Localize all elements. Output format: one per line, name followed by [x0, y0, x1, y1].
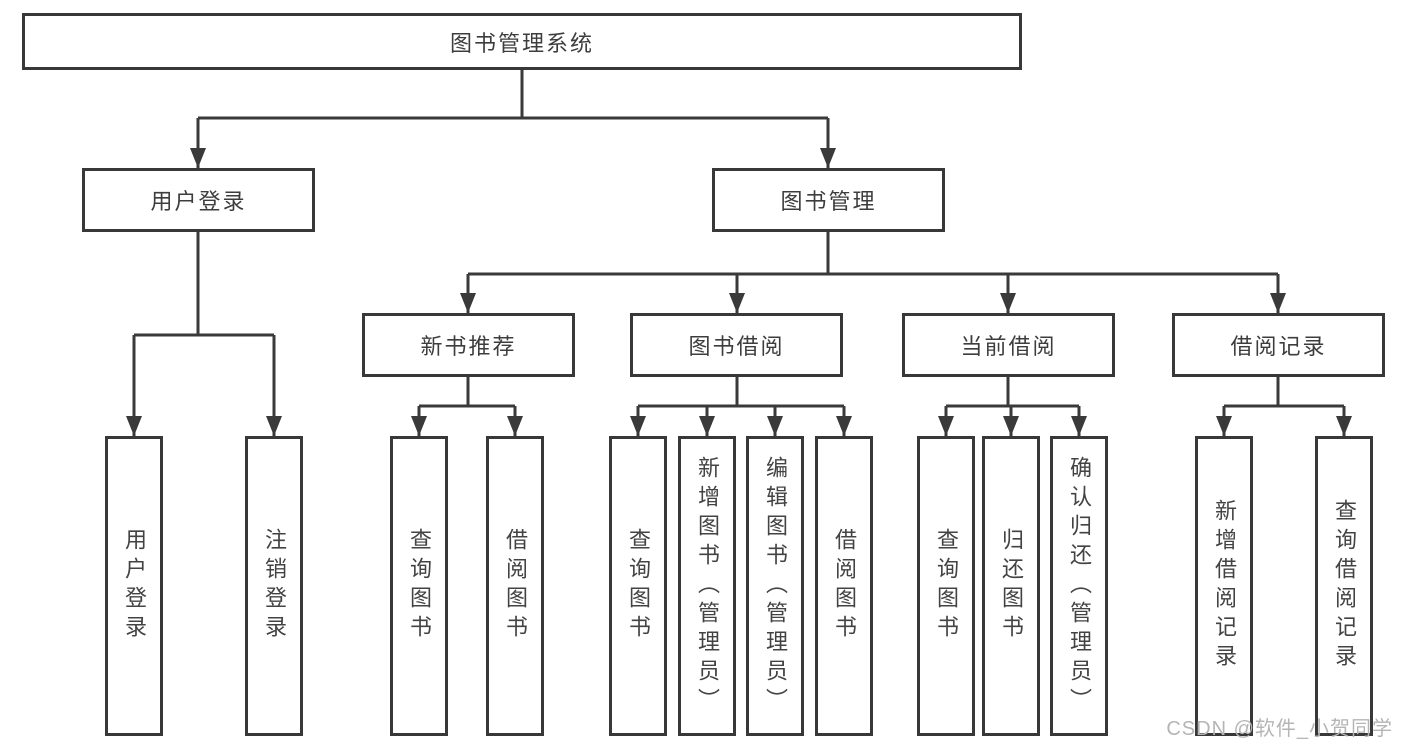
node-user-login-branch: 用户登录	[82, 168, 315, 232]
leaf-recommend-borrow-book-label: 借阅图书	[503, 528, 528, 644]
node-borrow-record-label: 借阅记录	[1230, 334, 1327, 359]
leaf-borrow-query-book-label: 查询图书	[626, 528, 651, 644]
node-borrow-record: 借阅记录	[1172, 313, 1385, 377]
node-current-borrow-label: 当前借阅	[960, 334, 1057, 359]
leaf-borrow-book-label: 借阅图书	[832, 528, 857, 644]
leaf-confirm-return-admin-label: 确认归还（管理员）	[1067, 455, 1092, 717]
leaf-add-book-admin: 新增图书（管理员）	[678, 436, 736, 736]
node-book-management-label: 图书管理	[780, 189, 877, 214]
leaf-query-borrow-record-label: 查询借阅记录	[1332, 499, 1357, 673]
leaf-borrow-query-book: 查询图书	[609, 436, 667, 736]
leaf-add-book-admin-label: 新增图书（管理员）	[695, 455, 720, 717]
node-root-label: 图书管理系统	[449, 30, 594, 56]
leaf-confirm-return-admin: 确认归还（管理员）	[1050, 436, 1108, 736]
node-user-login-label: 用户登录	[150, 189, 247, 214]
leaf-query-borrow-record: 查询借阅记录	[1315, 436, 1373, 736]
leaf-recommend-borrow-book: 借阅图书	[486, 436, 544, 736]
leaf-user-login-label: 用户登录	[122, 528, 147, 644]
node-root-system: 图书管理系统	[22, 13, 1022, 70]
node-new-book-recommend-label: 新书推荐	[420, 334, 517, 359]
node-book-borrow: 图书借阅	[630, 313, 843, 377]
node-book-borrow-label: 图书借阅	[688, 334, 785, 359]
leaf-logout: 注销登录	[245, 436, 303, 736]
leaf-current-query-book: 查询图书	[917, 436, 975, 736]
node-book-management-branch: 图书管理	[712, 168, 945, 232]
leaf-user-login: 用户登录	[105, 436, 163, 736]
leaf-return-book: 归还图书	[982, 436, 1040, 736]
node-current-borrow: 当前借阅	[902, 313, 1115, 377]
leaf-borrow-book: 借阅图书	[815, 436, 873, 736]
leaf-recommend-query-book: 查询图书	[390, 436, 448, 736]
node-new-book-recommend: 新书推荐	[362, 313, 575, 377]
csdn-watermark: CSDN @软件_小贺同学	[1166, 718, 1393, 740]
leaf-edit-book-admin-label: 编辑图书（管理员）	[763, 455, 788, 717]
leaf-current-query-book-label: 查询图书	[934, 528, 959, 644]
leaf-add-borrow-record-label: 新增借阅记录	[1212, 499, 1237, 673]
leaf-return-book-label: 归还图书	[999, 528, 1024, 644]
leaf-edit-book-admin: 编辑图书（管理员）	[746, 436, 804, 736]
leaf-recommend-query-book-label: 查询图书	[407, 528, 432, 644]
leaf-add-borrow-record: 新增借阅记录	[1195, 436, 1253, 736]
leaf-logout-label: 注销登录	[262, 528, 287, 644]
